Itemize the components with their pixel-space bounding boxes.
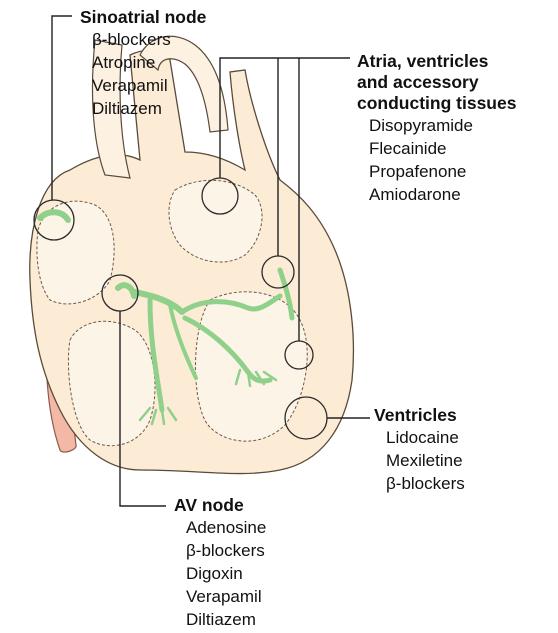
sa-drug: Diltiazem bbox=[80, 97, 206, 120]
sa-drug: Verapamil bbox=[80, 74, 206, 97]
ventricles-heading: Ventricles bbox=[374, 405, 465, 426]
av-drug: Verapamil bbox=[174, 585, 266, 608]
atria-drug: Propafenone bbox=[357, 160, 516, 183]
atria-drug: Disopyramide bbox=[357, 114, 516, 137]
av-node-heading: AV node bbox=[174, 495, 266, 516]
av-drug: Digoxin bbox=[174, 562, 266, 585]
av-drug: β-blockers bbox=[174, 539, 266, 562]
av-node-label: AV node Adenosine β-blockers Digoxin Ver… bbox=[174, 495, 266, 631]
sinoatrial-node-label: Sinoatrial node β-blockers Atropine Vera… bbox=[80, 7, 206, 120]
ventricles-drug: Lidocaine bbox=[374, 426, 465, 449]
sa-drug: Atropine bbox=[80, 51, 206, 74]
av-drug: Diltiazem bbox=[174, 608, 266, 631]
right-ventricle bbox=[68, 321, 155, 445]
ventricles-drug: Mexiletine bbox=[374, 449, 465, 472]
atria-heading-line: conducting tissues bbox=[357, 93, 516, 114]
ventricles-label: Ventricles Lidocaine Mexiletine β-blocke… bbox=[374, 405, 465, 495]
atria-heading-line: Atria, ventricles bbox=[357, 51, 516, 72]
av-drug: Adenosine bbox=[174, 516, 266, 539]
atria-heading-line: and accessory bbox=[357, 72, 516, 93]
sa-drug: β-blockers bbox=[80, 28, 206, 51]
atria-ventricles-label: Atria, ventricles and accessory conducti… bbox=[357, 51, 516, 206]
atria-drug: Amiodarone bbox=[357, 183, 516, 206]
sinoatrial-heading: Sinoatrial node bbox=[80, 7, 206, 28]
ventricles-drug: β-blockers bbox=[374, 472, 465, 495]
atria-drug: Flecainide bbox=[357, 137, 516, 160]
